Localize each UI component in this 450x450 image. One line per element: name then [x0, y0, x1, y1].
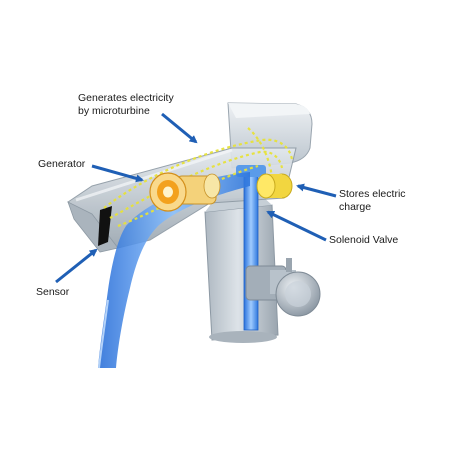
arrow-generator [91, 164, 144, 183]
arrow-generates [161, 112, 198, 144]
label-sensor: Sensor [36, 286, 70, 298]
label-generates-electricity: Generates electricity by microturbine [78, 92, 174, 117]
capacitor [256, 173, 293, 199]
arrow-sensor [55, 248, 98, 284]
arrow-solenoid [266, 210, 327, 242]
label-solenoid-valve: Solenoid Valve [329, 234, 399, 246]
water-flow [98, 172, 250, 369]
arrow-stores [296, 183, 337, 198]
callout-arrows [55, 112, 337, 284]
label-generator: Generator [38, 158, 86, 170]
label-stores-charge: Stores electric charge [339, 188, 406, 213]
generator [149, 172, 221, 212]
sensor-window [98, 206, 112, 246]
solenoid-valve [245, 258, 321, 317]
energy-flow [103, 127, 294, 228]
